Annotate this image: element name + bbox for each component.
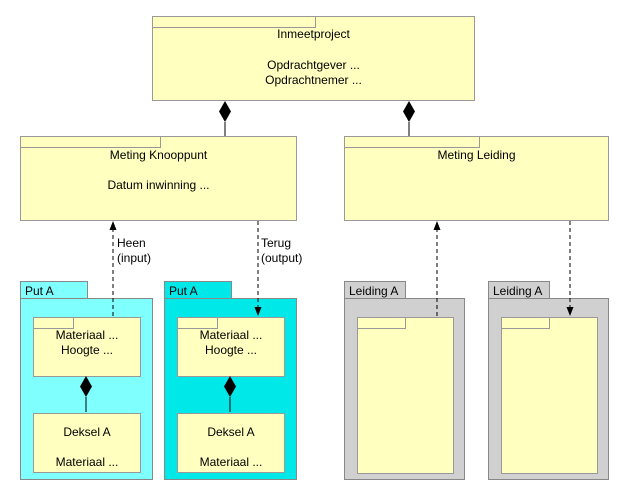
class-tab xyxy=(502,318,550,329)
composition-diamond-icon xyxy=(219,101,231,122)
inmeetproject-class[interactable]: Inmeetproject Opdrachtgever ... Opdracht… xyxy=(152,16,475,101)
arrowhead-up-icon xyxy=(433,221,441,230)
put-a-class[interactable]: Materiaal ... Hoogte ... xyxy=(33,317,141,377)
meting-knooppunt-attr-datum: Datum inwinning ... xyxy=(107,178,210,192)
inmeetproject-title: Inmeetproject xyxy=(277,27,350,41)
arrowhead-down-icon xyxy=(254,307,262,316)
class-tab xyxy=(21,137,161,148)
deksel-a-class[interactable]: Deksel A Materiaal ... xyxy=(177,413,285,473)
put-a-package-label: Put A xyxy=(25,284,54,298)
put-a-attr-hoogte: Hoogte ... xyxy=(204,343,258,357)
heen-label-line2: (input) xyxy=(117,251,152,265)
dependency-heen-connector[interactable] xyxy=(109,221,117,316)
put-a-attr-hoogte: Hoogte ... xyxy=(60,343,114,357)
leiding-a-class[interactable] xyxy=(357,317,454,474)
heen-label: Heen (input) xyxy=(117,236,151,266)
put-a-package-tab[interactable]: Put A xyxy=(20,281,88,299)
put-a-attr-materiaal: Materiaal ... xyxy=(199,328,263,342)
class-tab xyxy=(178,318,218,329)
class-tab xyxy=(34,318,74,329)
arrowhead-down-icon xyxy=(566,307,574,316)
arrowhead-up-icon xyxy=(109,221,117,230)
composition-connector[interactable] xyxy=(219,101,231,136)
leiding-a-class[interactable] xyxy=(501,317,598,474)
composition-connector[interactable] xyxy=(224,376,236,412)
dependency-connector[interactable] xyxy=(433,221,441,316)
leiding-a-package-tab[interactable]: Leiding A xyxy=(488,281,550,299)
deksel-a-title: Deksel A xyxy=(63,425,111,439)
leiding-a-package-tab[interactable]: Leiding A xyxy=(344,281,406,299)
dependency-connector[interactable] xyxy=(566,221,574,316)
put-a-package-tab[interactable]: Put A xyxy=(164,281,232,299)
deksel-a-title: Deksel A xyxy=(207,425,255,439)
meting-leiding-title: Meting Leiding xyxy=(437,148,516,162)
inmeetproject-attr-opdrachtgever: Opdrachtgever ... xyxy=(267,58,360,72)
meting-knooppunt-class[interactable]: Meting Knooppunt Datum inwinning ... xyxy=(20,136,297,221)
composition-connector[interactable] xyxy=(403,101,415,136)
leiding-a-package[interactable] xyxy=(344,298,465,480)
composition-diamond-icon xyxy=(403,101,415,122)
terug-label-line2: (output) xyxy=(261,251,303,265)
leiding-a-package[interactable] xyxy=(488,298,609,480)
leiding-a-package-label: Leiding A xyxy=(493,284,543,298)
put-a-attr-materiaal: Materiaal ... xyxy=(55,328,119,342)
put-a-package-label: Put A xyxy=(169,284,198,298)
meting-leiding-class[interactable]: Meting Leiding xyxy=(344,136,609,221)
deksel-a-class[interactable]: Deksel A Materiaal ... xyxy=(33,413,141,473)
heen-label-line1: Heen xyxy=(117,236,146,250)
composition-diamond-icon xyxy=(224,376,236,397)
deksel-a-attr-materiaal: Materiaal ... xyxy=(55,455,119,469)
class-tab xyxy=(358,318,406,329)
meting-knooppunt-title: Meting Knooppunt xyxy=(109,148,208,162)
composition-diamond-icon xyxy=(80,376,92,397)
inmeetproject-attr-opdrachtnemer: Opdrachtnemer ... xyxy=(265,73,362,87)
class-tab xyxy=(153,17,316,28)
terug-label: Terug (output) xyxy=(261,236,302,266)
class-tab xyxy=(345,137,480,148)
deksel-a-attr-materiaal: Materiaal ... xyxy=(199,455,263,469)
leiding-a-package-label: Leiding A xyxy=(349,284,399,298)
terug-label-line1: Terug xyxy=(261,236,292,250)
put-a-class[interactable]: Materiaal ... Hoogte ... xyxy=(177,317,285,377)
composition-connector[interactable] xyxy=(80,376,92,412)
dependency-terug-connector[interactable] xyxy=(254,221,262,316)
